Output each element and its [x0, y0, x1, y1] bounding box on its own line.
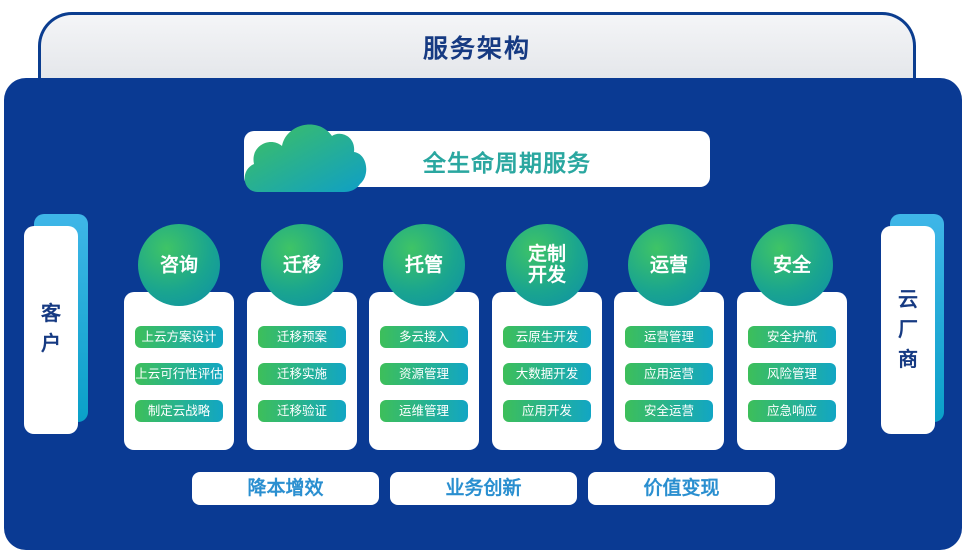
- service-column: 运营管理应用运营安全运营: [614, 292, 724, 450]
- cloud-vendor-label: 云 厂 商: [898, 287, 918, 371]
- service-item: 应急响应: [748, 400, 836, 422]
- service-item: 迁移预案: [258, 326, 346, 348]
- service-item: 安全运营: [625, 400, 713, 422]
- value-pill-value: 价值变现: [588, 472, 775, 505]
- service-column: 多云接入资源管理运维管理: [369, 292, 479, 450]
- service-title-circle: 咨询: [138, 224, 220, 306]
- service-item: 应用运营: [625, 363, 713, 385]
- value-pill-innovation: 业务创新: [390, 472, 577, 505]
- service-item: 风险管理: [748, 363, 836, 385]
- service-column: 迁移预案迁移实施迁移验证: [247, 292, 357, 450]
- service-item: 制定云战略: [135, 400, 223, 422]
- service-item: 应用开发: [503, 400, 591, 422]
- service-column: 上云方案设计上云可行性评估制定云战略: [124, 292, 234, 450]
- service-title-circle: 托管: [383, 224, 465, 306]
- service-item: 上云可行性评估: [135, 363, 223, 385]
- service-title-circle: 安全: [751, 224, 833, 306]
- cloud-icon: [244, 124, 367, 192]
- lifecycle-title: 全生命周期服务: [423, 151, 591, 177]
- page-title: 服务架构: [422, 34, 531, 63]
- customer-label: 客 户: [41, 301, 61, 355]
- cloud-vendor-box: 云 厂 商: [881, 226, 935, 434]
- service-item: 运营管理: [625, 326, 713, 348]
- service-item: 云原生开发: [503, 326, 591, 348]
- service-column: 安全护航风险管理应急响应: [737, 292, 847, 450]
- service-item: 大数据开发: [503, 363, 591, 385]
- service-item: 上云方案设计: [135, 326, 223, 348]
- value-pill-cost: 降本增效: [192, 472, 379, 505]
- service-title-circle: 迁移: [261, 224, 343, 306]
- service-item: 迁移实施: [258, 363, 346, 385]
- service-item: 运维管理: [380, 400, 468, 422]
- service-item: 迁移验证: [258, 400, 346, 422]
- service-title-circle: 定制 开发: [506, 224, 588, 306]
- service-title-circle: 运营: [628, 224, 710, 306]
- service-item: 安全护航: [748, 326, 836, 348]
- service-item: 资源管理: [380, 363, 468, 385]
- customer-box: 客 户: [24, 226, 78, 434]
- service-column: 云原生开发大数据开发应用开发: [492, 292, 602, 450]
- service-item: 多云接入: [380, 326, 468, 348]
